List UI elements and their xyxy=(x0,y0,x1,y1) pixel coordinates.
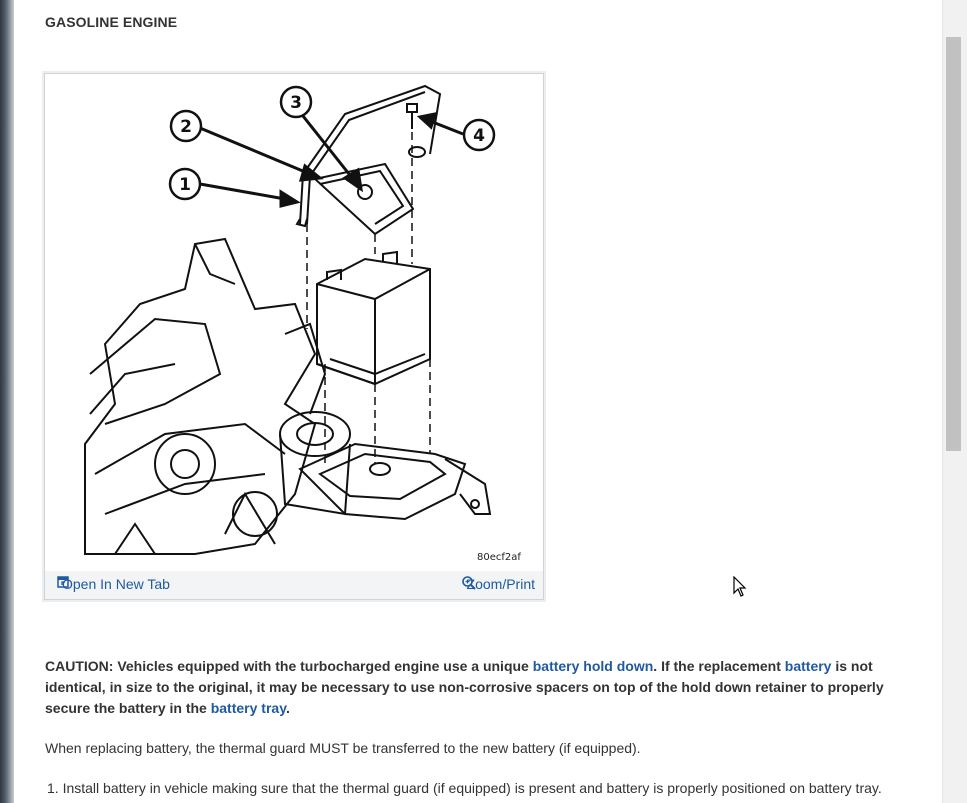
caution-text-3: is not identical, in size to the origina… xyxy=(45,658,884,716)
battery-tray-link[interactable]: battery tray xyxy=(210,700,286,716)
thermal-guard-paragraph: When replacing battery, the thermal guar… xyxy=(45,740,641,756)
figure-battery-diagram: 1 2 3 4 80ecf2af Open In New Tab Zoom/Pr… xyxy=(44,73,544,600)
caution-text-2: . If the replacement xyxy=(653,658,785,674)
open-in-new-tab-link[interactable]: Open In New Tab xyxy=(57,576,170,592)
open-in-new-tab-label: Open In New Tab xyxy=(62,576,170,592)
callout-2: 2 xyxy=(180,117,192,137)
callout-circles xyxy=(168,85,496,201)
section-title: GASOLINE ENGINE xyxy=(45,14,178,30)
callout-4: 4 xyxy=(473,126,485,146)
vertical-scrollbar[interactable] xyxy=(942,0,967,803)
mouse-pointer-icon xyxy=(733,576,747,597)
step-1: 1. Install battery in vehicle making sur… xyxy=(47,780,882,796)
window-left-edge xyxy=(0,0,14,803)
document-page: GASOLINE ENGINE xyxy=(14,0,942,803)
figure-toolbar: Open In New Tab Zoom/Print xyxy=(45,571,543,599)
caution-text-4: . xyxy=(285,700,290,716)
zoom-print-link[interactable]: Zoom/Print xyxy=(461,576,535,592)
scrollbar-thumb[interactable] xyxy=(946,37,961,451)
battery-link[interactable]: battery xyxy=(784,658,832,674)
battery-hold-down-diagram: 1 2 3 4 xyxy=(84,84,496,555)
caution-paragraph: CAUTION: Vehicles equipped with the turb… xyxy=(45,656,925,719)
figure-code: 80ecf2af xyxy=(477,552,521,563)
battery-hold-down-link[interactable]: battery hold down xyxy=(532,658,654,674)
zoom-print-label: Zoom/Print xyxy=(466,576,535,592)
callout-3: 3 xyxy=(290,93,302,113)
callout-1: 1 xyxy=(179,175,191,195)
caution-text-1: CAUTION: Vehicles equipped with the turb… xyxy=(45,658,533,674)
